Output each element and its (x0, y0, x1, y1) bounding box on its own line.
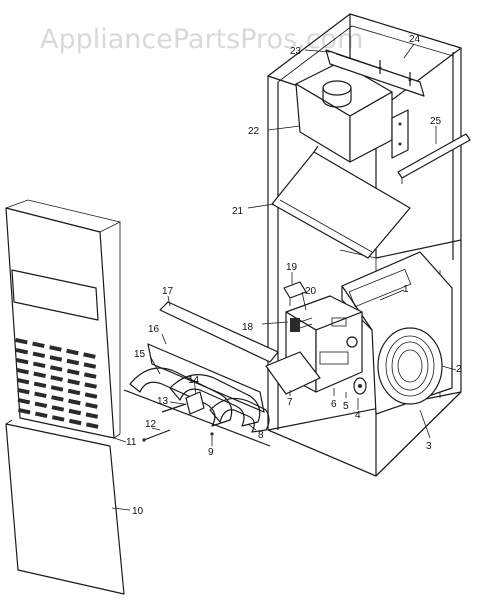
louver-slot (15, 338, 28, 345)
louver-slot (85, 402, 98, 409)
louver-slot (68, 418, 82, 426)
part-label-19: 19 (286, 262, 298, 273)
blower-assembly (341, 251, 453, 415)
part-label-20: 20 (305, 286, 317, 297)
louver-slot (15, 357, 29, 365)
part-label-18: 18 (242, 322, 254, 333)
watermark-text: AppliancePartsPros.com (40, 24, 363, 55)
part-label-8: 8 (258, 430, 264, 441)
louver-slot (49, 345, 62, 352)
part-labels: 23 24 22 25 21 19 20 1 18 17 16 15 14 13… (126, 34, 462, 517)
louver-slot (50, 375, 63, 382)
part-label-16: 16 (148, 324, 160, 335)
louver-slot (51, 415, 65, 422)
part-label-5: 5 (343, 401, 349, 412)
louver-slot (16, 378, 30, 385)
louver-slot (33, 381, 47, 389)
louver-slot (34, 391, 47, 399)
louver-slot (66, 348, 79, 356)
louver-slot (32, 351, 46, 359)
louver-slot (34, 411, 48, 419)
part-label-3: 3 (426, 441, 432, 452)
louver-slot (17, 398, 31, 405)
part-label-17: 17 (162, 286, 174, 297)
louver-slot (49, 355, 63, 362)
louver-slot (68, 398, 81, 406)
louver-slot (85, 412, 99, 419)
side-bracket (397, 133, 471, 184)
part-label-23: 23 (290, 46, 302, 57)
louver-slot (51, 405, 65, 412)
louver-slot (67, 388, 81, 396)
louver-slot (83, 372, 97, 379)
louver-slot (15, 348, 29, 355)
louver-slot (49, 365, 63, 372)
burner-assembly (123, 301, 279, 447)
part-label-9: 9 (208, 447, 214, 458)
door-louvers (15, 338, 99, 429)
louver-slot (66, 368, 80, 376)
part-label-15: 15 (134, 349, 146, 360)
front-door-panel (4, 199, 122, 439)
part-label-13: 13 (157, 396, 169, 407)
louver-slot (33, 371, 46, 379)
louver-slot (17, 388, 30, 395)
part-label-6: 6 (331, 399, 337, 410)
part-label-21: 21 (232, 206, 244, 217)
control-box (265, 295, 363, 395)
lower-door-panel (5, 419, 125, 595)
louver-slot (50, 385, 64, 392)
cabinet-frame (267, 13, 462, 477)
part-label-10: 10 (132, 506, 144, 517)
part-label-12: 12 (145, 419, 157, 430)
louver-slot (16, 367, 29, 375)
top-rail (325, 49, 425, 97)
flue-collector (295, 61, 409, 163)
part-label-24: 24 (409, 34, 421, 45)
baffle-shelf (271, 145, 411, 259)
louver-slot (84, 382, 97, 389)
part-label-22: 22 (248, 126, 260, 137)
part-label-1: 1 (403, 284, 409, 295)
louver-slot (34, 401, 48, 409)
limit-switch (283, 281, 307, 306)
louver-slot (32, 341, 45, 349)
louver-slot (32, 361, 46, 369)
leader-lines (111, 43, 457, 511)
part-label-14: 14 (188, 375, 200, 386)
part-label-4: 4 (355, 410, 361, 421)
louver-slot (83, 352, 96, 359)
part-label-11: 11 (126, 437, 137, 448)
louver-slot (68, 408, 82, 416)
part-label-25: 25 (430, 116, 442, 127)
louver-slot (17, 407, 31, 415)
louver-slot (83, 362, 97, 369)
part-label-7: 7 (287, 397, 293, 408)
louver-slot (66, 358, 80, 366)
louver-slot (84, 392, 98, 399)
louver-slot (67, 378, 80, 386)
part-label-2: 2 (456, 364, 462, 375)
louver-slot (51, 395, 64, 402)
louver-slot (85, 422, 99, 429)
